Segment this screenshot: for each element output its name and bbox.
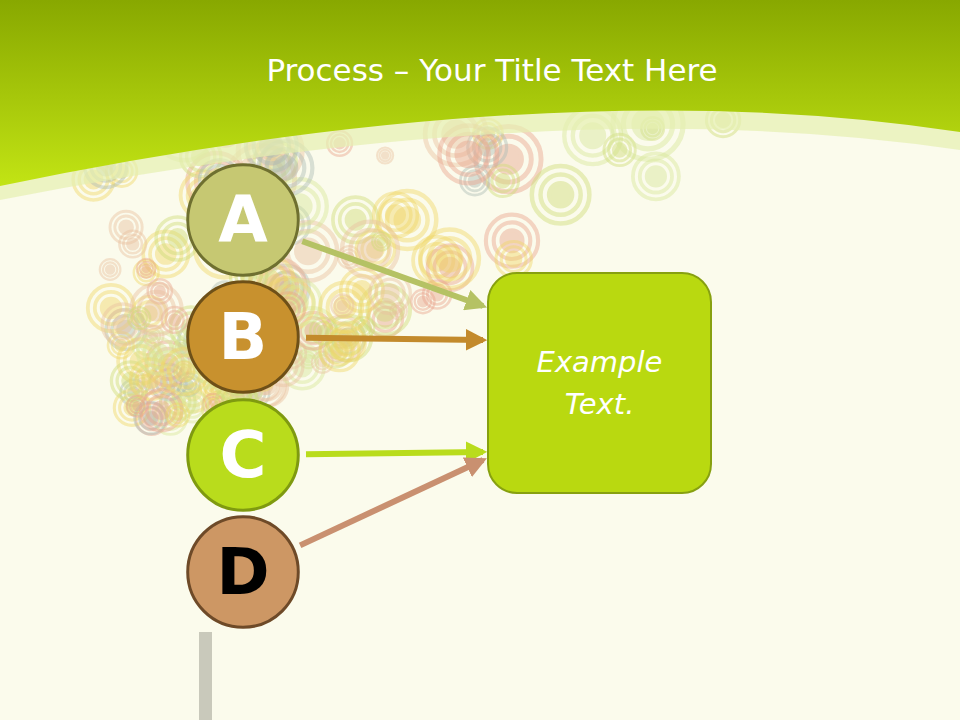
ring [331,295,353,317]
ring [549,183,572,206]
ring [396,208,419,231]
stem [199,632,212,720]
ring [100,259,121,280]
step-letter: B [219,291,268,384]
ring [130,399,144,413]
ring [166,404,189,427]
step-circle: A [186,163,300,277]
ring [176,362,194,380]
step-circle: C [186,398,300,512]
ring [174,361,195,382]
ring [110,211,142,243]
ring [497,175,510,188]
band-shadow [0,0,960,200]
step-letter: C [220,409,267,502]
ring [438,247,461,270]
ring [336,331,360,355]
ring [131,284,182,335]
ring [541,175,581,215]
step-letter: D [216,526,269,619]
ring [131,310,147,326]
arrow-connector [302,241,483,306]
ring [448,134,489,175]
ring [142,265,150,273]
slide-title: Process – Your Title Text Here [0,52,960,88]
arrow-connector [300,460,483,545]
ring [372,232,390,250]
result-box: Example Text. [487,272,712,494]
ring [133,402,141,410]
ring [335,298,350,313]
ring [375,235,388,248]
ring [318,326,329,337]
ring [457,143,480,166]
arrow-connector [306,452,483,454]
ring [342,222,398,278]
ring [170,407,186,423]
ring [377,147,393,163]
ring [532,166,590,224]
step-circle: D [186,515,300,629]
ring [501,247,526,272]
ring [420,229,479,288]
step-circle: B [186,280,300,394]
ring [379,150,390,161]
ring [647,167,665,185]
ring [382,152,388,158]
ring [376,279,404,307]
ring [120,221,133,234]
ring [140,262,153,275]
ring [330,326,365,361]
ring [328,290,363,325]
ring [127,396,148,417]
ring [492,170,514,192]
ring [338,301,347,310]
ring [173,410,182,419]
ring [169,230,186,247]
ring [382,285,398,301]
ring [137,259,156,278]
step-letter: A [218,174,268,267]
arrow-connector [306,338,483,340]
ring [135,314,144,323]
ring [640,160,672,192]
ring [429,238,470,279]
ring [128,307,150,329]
ring [103,262,117,276]
title-band [0,0,960,186]
ring [106,265,114,273]
ring [378,238,385,245]
ring [507,252,521,266]
box-text: Example Text. [523,341,676,425]
ring [115,216,138,239]
